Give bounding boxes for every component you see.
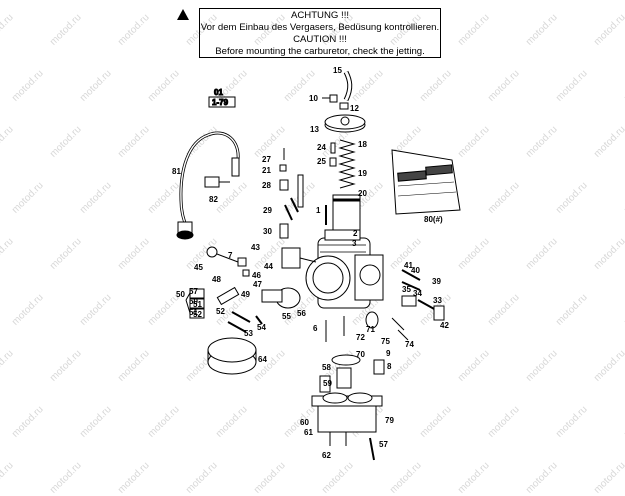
carburetor-body-part	[305, 229, 384, 309]
float-bowl-part	[311, 392, 383, 446]
ref-box-label: 1-79	[212, 98, 229, 107]
callout-numbers: 1510121324251819202721282930123818274344…	[172, 66, 449, 460]
ref-box	[208, 96, 236, 108]
ref-number: 01	[214, 88, 223, 97]
callout-42: 42	[440, 321, 449, 330]
callout-58: 58	[322, 363, 331, 372]
callout-56: 56	[297, 309, 306, 318]
callout-57: 57	[379, 440, 388, 449]
callout-34: 34	[413, 289, 422, 298]
callout-35: 35	[402, 285, 411, 294]
callout-7: 7	[228, 251, 233, 260]
callout-70: 70	[356, 350, 365, 359]
callout-12: 12	[350, 104, 359, 113]
exploded-view-drawing: 01 1-79	[172, 66, 461, 461]
throttle-spring-part	[338, 139, 356, 189]
callout-79: 79	[385, 416, 394, 425]
callout-8: 8	[387, 362, 392, 371]
callout-21: 21	[262, 166, 271, 175]
callout-74: 74	[405, 340, 414, 349]
callout-39: 39	[432, 277, 441, 286]
callout-28: 28	[262, 181, 271, 190]
callout-72: 72	[356, 333, 365, 342]
callout-75: 75	[381, 337, 390, 346]
callout-44: 44	[264, 262, 273, 271]
callout-57: 57	[189, 287, 198, 296]
warning-triangle-icon	[177, 9, 189, 20]
callout-45: 45	[194, 263, 203, 272]
callout-59: 59	[323, 379, 332, 388]
callout-20: 20	[358, 189, 367, 198]
callout-40: 40	[411, 266, 420, 275]
callout-60: 60	[300, 418, 309, 427]
callout-19: 19	[358, 169, 367, 178]
callout-46: 46	[252, 271, 261, 280]
clamp-ring-part	[207, 337, 257, 375]
callout-61: 61	[304, 428, 313, 437]
callout-24: 24	[317, 143, 326, 152]
callout-53: 53	[244, 329, 253, 338]
callout-47: 47	[253, 280, 262, 289]
callout-41: 41	[404, 261, 413, 270]
callout-2: 2	[353, 229, 358, 238]
callout-15: 15	[333, 66, 342, 75]
warning-notice: ACHTUNG !!! Vor dem Einbau des Vergasers…	[199, 8, 441, 58]
callout-51: 51	[189, 308, 198, 317]
callout-9: 9	[386, 349, 391, 358]
screw-part	[329, 94, 338, 103]
callout-64: 64	[258, 355, 267, 364]
ref-box-52	[189, 308, 205, 319]
callout-33: 33	[433, 296, 442, 305]
callout-3: 3	[352, 239, 357, 248]
callout-52: 52	[216, 307, 225, 316]
warning-line-en-text: Before mounting the carburetor, check th…	[215, 46, 425, 57]
jet-kit-label: 80(#)	[424, 215, 443, 224]
callout-10: 10	[309, 94, 318, 103]
ref-label-50: 50	[176, 290, 185, 299]
tube-part	[297, 174, 304, 208]
callout-30: 30	[263, 227, 272, 236]
warning-line-de-text: Vor dem Einbau des Vergasers, Bedüsung k…	[200, 22, 440, 33]
callout-55: 55	[282, 312, 291, 321]
callout-1: 1	[316, 206, 321, 215]
callout-71: 71	[366, 325, 375, 334]
warning-line-en-title: CAUTION !!!	[293, 34, 347, 45]
callout-81: 81	[172, 167, 181, 176]
warning-line-de-title: ACHTUNG !!!	[290, 10, 350, 21]
ref-label-52: 52	[193, 310, 202, 319]
callout-29: 29	[263, 206, 272, 215]
callout-18: 18	[358, 140, 367, 149]
callout-49: 49	[241, 290, 250, 299]
callout-82: 82	[209, 195, 218, 204]
ref-label-51: 51	[193, 300, 202, 309]
callout-25: 25	[317, 157, 326, 166]
jet-kit-bag-part	[391, 149, 461, 215]
callout-6: 6	[313, 324, 318, 333]
callout-48: 48	[212, 275, 221, 284]
callout-43: 43	[251, 243, 260, 252]
ref-box-51	[189, 298, 205, 309]
callout-62: 62	[322, 451, 331, 460]
callout-13: 13	[310, 125, 319, 134]
callout-27: 27	[262, 155, 271, 164]
callout-50: 50	[189, 297, 198, 306]
callout-54: 54	[257, 323, 266, 332]
